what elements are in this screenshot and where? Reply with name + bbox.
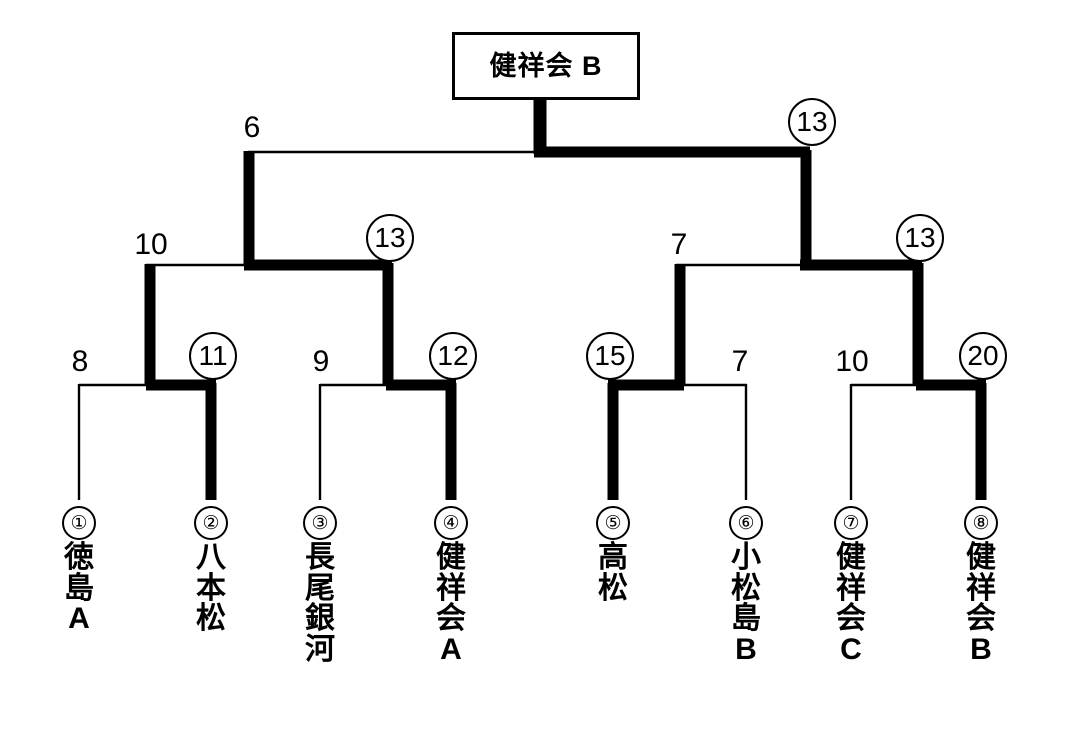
score-semifinal-right-left: 7 [670, 228, 688, 261]
team-name-char: 祥 [836, 571, 866, 605]
team-name-char: C [840, 632, 862, 666]
team-slot-7: ⑦ 健 祥 会 C [821, 506, 881, 665]
team-slot-5: ⑤ 高 松 [583, 506, 643, 604]
team-name-char: 会 [436, 602, 466, 636]
seed-badge-4: ④ [434, 506, 468, 540]
team-name-char: 本 [196, 571, 226, 605]
team-name-5: 高 松 [598, 541, 628, 605]
team-slot-3: ③ 長 尾 銀 河 [290, 506, 350, 665]
score-final-left: 6 [243, 111, 261, 144]
champion-box: 健祥会 B [452, 32, 640, 100]
score-r1-m3-left: 15 [586, 332, 634, 380]
team-name-char: 健 [836, 541, 866, 574]
team-name-char: 徳 [64, 541, 94, 574]
team-name-char: 高 [598, 541, 628, 574]
team-name-char: 会 [836, 602, 866, 636]
score-r1-m1-right: 11 [189, 332, 237, 380]
team-name-char: B [970, 632, 992, 666]
seed-badge-3: ③ [303, 506, 337, 540]
team-slot-4: ④ 健 祥 会 A [421, 506, 481, 665]
seed-badge-2: ② [194, 506, 228, 540]
team-name-char: 八 [196, 541, 226, 574]
seed-badge-6: ⑥ [729, 506, 763, 540]
score-final-right: 13 [788, 98, 836, 146]
team-slot-8: ⑧ 健 祥 会 B [951, 506, 1011, 665]
team-name-char: 長 [305, 541, 335, 574]
seed-badge-8: ⑧ [964, 506, 998, 540]
team-name-7: 健 祥 会 C [836, 541, 866, 666]
score-semifinal-left-right: 13 [366, 214, 414, 262]
score-r1-m3-right: 7 [731, 345, 749, 378]
score-r1-m2-right: 12 [429, 332, 477, 380]
score-r1-m1-left: 8 [71, 345, 89, 378]
team-name-char: 松 [598, 571, 628, 605]
team-name-char: 祥 [436, 571, 466, 605]
team-name-1: 徳 島 A [64, 541, 94, 636]
team-name-char: 健 [966, 541, 996, 574]
score-r1-m4-right: 20 [959, 332, 1007, 380]
team-name-char: A [440, 632, 462, 666]
team-name-char: 島 [731, 602, 761, 636]
team-name-char: 尾 [305, 571, 335, 605]
champion-label: 健祥会 B [489, 50, 603, 81]
team-slot-6: ⑥ 小 松 島 B [716, 506, 776, 665]
team-name-char: 河 [305, 632, 335, 666]
team-name-8: 健 祥 会 B [966, 541, 996, 666]
seed-badge-5: ⑤ [596, 506, 630, 540]
team-name-char: A [68, 602, 90, 636]
team-name-3: 長 尾 銀 河 [305, 541, 335, 666]
team-name-char: 松 [731, 571, 761, 605]
seed-badge-7: ⑦ [834, 506, 868, 540]
score-semifinal-left-left: 10 [134, 228, 168, 261]
team-name-char: 松 [196, 602, 226, 636]
team-slot-2: ② 八 本 松 [181, 506, 241, 635]
team-name-2: 八 本 松 [196, 541, 226, 636]
team-name-char: 小 [731, 541, 761, 574]
score-semifinal-right-right: 13 [896, 214, 944, 262]
score-r1-m4-left: 10 [835, 345, 869, 378]
team-name-char: 会 [966, 602, 996, 636]
team-name-char: 健 [436, 541, 466, 574]
team-name-char: 祥 [966, 571, 996, 605]
team-name-char: 銀 [305, 602, 335, 636]
team-name-6: 小 松 島 B [731, 541, 761, 666]
team-name-char: 島 [64, 571, 94, 605]
team-name-char: B [735, 632, 757, 666]
team-slot-1: ① 徳 島 A [49, 506, 109, 635]
score-r1-m2-left: 9 [312, 345, 330, 378]
team-name-4: 健 祥 会 A [436, 541, 466, 666]
seed-badge-1: ① [62, 506, 96, 540]
